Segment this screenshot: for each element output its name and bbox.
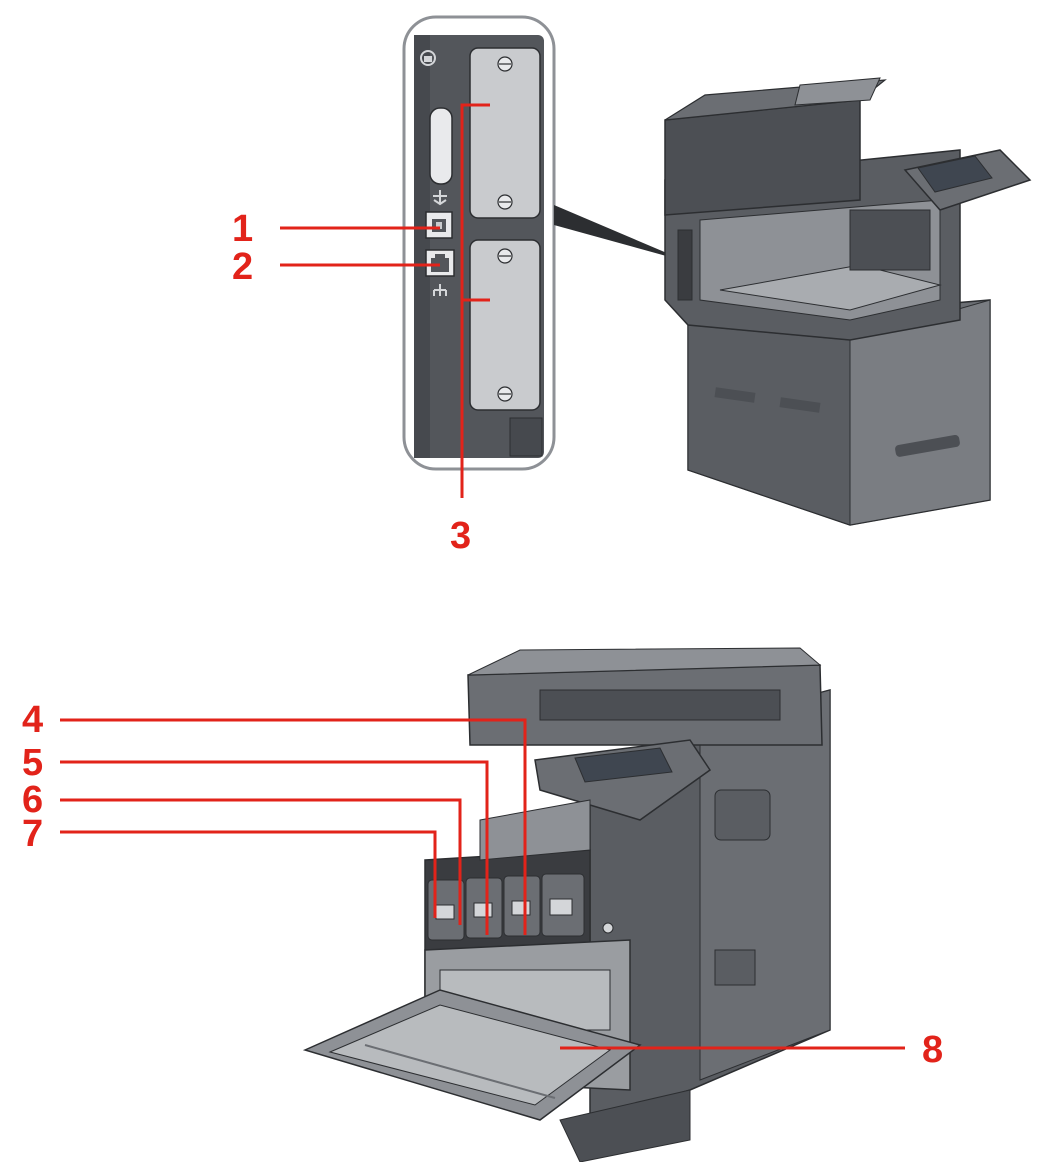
callout-line-4	[60, 718, 527, 935]
power-icon	[602, 922, 614, 934]
front-door	[302, 989, 642, 1121]
panel-foot	[509, 417, 543, 457]
callout-number-5: 5	[22, 742, 43, 784]
callout-number-2: 2	[232, 246, 253, 288]
callout-line-5	[60, 760, 489, 935]
zoom-pointer	[554, 205, 688, 262]
lock-icon	[420, 50, 436, 66]
callout-line-7	[60, 830, 437, 918]
usb-icon	[433, 190, 447, 206]
toner-container-y	[427, 879, 465, 941]
callout-line-3	[460, 103, 490, 498]
interface-panel-detail	[402, 15, 556, 471]
network-icon	[433, 284, 447, 296]
toner-container-k	[541, 873, 585, 937]
callout-number-6: 6	[22, 779, 43, 821]
callout-numbers: 1 2 3 4 5 6 7 8	[22, 208, 943, 1071]
toner-container-c	[503, 875, 541, 937]
option-slot-lower	[469, 239, 541, 411]
printer-front-view	[302, 647, 831, 1162]
option-slot-upper	[469, 47, 541, 219]
usb-port	[425, 211, 453, 239]
callout-number-8: 8	[922, 1029, 943, 1071]
toner-container-m	[465, 877, 503, 939]
callout-lines	[60, 103, 905, 1050]
printer-rear-view	[664, 77, 1032, 526]
panel-side	[414, 35, 430, 458]
callout-number-3: 3	[450, 515, 471, 557]
callout-line-6	[60, 798, 462, 925]
network-port	[425, 249, 455, 277]
callout-number-4: 4	[22, 699, 43, 741]
security-slot	[429, 107, 453, 185]
callout-number-7: 7	[22, 813, 43, 855]
callout-number-1: 1	[232, 208, 253, 250]
